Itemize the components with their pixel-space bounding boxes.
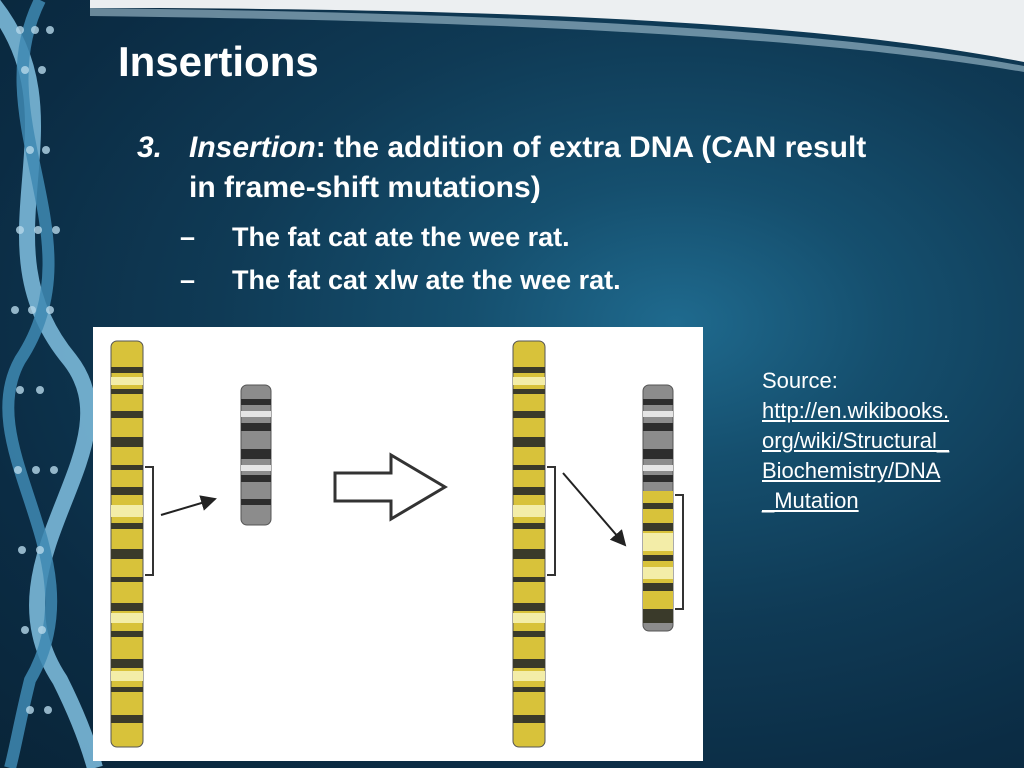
dash-bullet: – [180, 265, 196, 295]
definition: the addition of extra DNA (CAN result in… [189, 131, 867, 204]
example-text: The fat cat xlw ate the wee rat. [232, 265, 621, 295]
bullet-point: 3. Insertion: the addition of extra DNA … [137, 128, 897, 208]
source-label: Source: [762, 368, 838, 393]
bullet-number: 3. [137, 131, 163, 164]
term: Insertion [189, 131, 316, 164]
slide-title: Insertions [118, 38, 319, 85]
example-item: – The fat cat ate the wee rat. [180, 222, 570, 253]
chromosome-icon [240, 384, 272, 526]
chromosome-diagram [110, 340, 684, 748]
chromosome-icon [642, 384, 674, 632]
chromosome-icon [110, 340, 144, 748]
dna-helix-decoration [0, 0, 103, 768]
source-citation: Source: http://en.wikibooks.org/wiki/Str… [762, 366, 952, 516]
example-text: The fat cat ate the wee rat. [232, 222, 570, 252]
example-item: – The fat cat xlw ate the wee rat. [180, 265, 621, 296]
dash-bullet: – [180, 222, 196, 252]
right-arrow-icon [333, 452, 448, 522]
source-link[interactable]: http://en.wikibooks.org/wiki/Structural_… [762, 398, 950, 513]
chromosome-insertion-figure [93, 327, 703, 761]
chromosome-icon [512, 340, 546, 748]
bullet-text: Insertion: the addition of extra DNA (CA… [189, 128, 897, 208]
term-colon: : [315, 131, 326, 164]
